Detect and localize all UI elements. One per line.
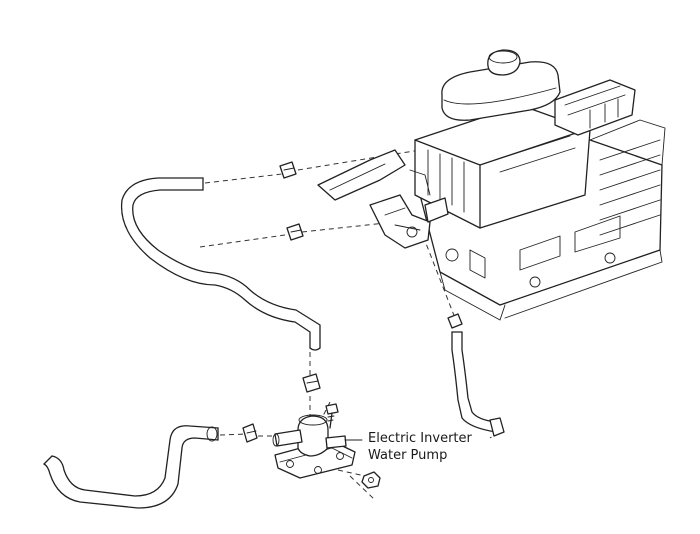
upper-hose-icon bbox=[120, 177, 321, 351]
lower-hose-icon bbox=[43, 425, 219, 509]
reservoir-tank-icon bbox=[441, 49, 561, 121]
callout-line-1: Electric Inverter bbox=[368, 431, 472, 446]
return-pipe-icon bbox=[447, 313, 505, 437]
assembly-guide-lines bbox=[199, 149, 500, 501]
bolt-icon bbox=[325, 403, 339, 429]
inverter-assembly-icon bbox=[317, 79, 666, 321]
water-pump-callout: Electric Inverter Water Pump bbox=[368, 430, 472, 464]
nut-icon bbox=[361, 471, 381, 489]
water-pump-icon bbox=[272, 414, 363, 479]
callout-line-2: Water Pump bbox=[368, 448, 448, 463]
hose-clamp-icon bbox=[242, 161, 321, 443]
